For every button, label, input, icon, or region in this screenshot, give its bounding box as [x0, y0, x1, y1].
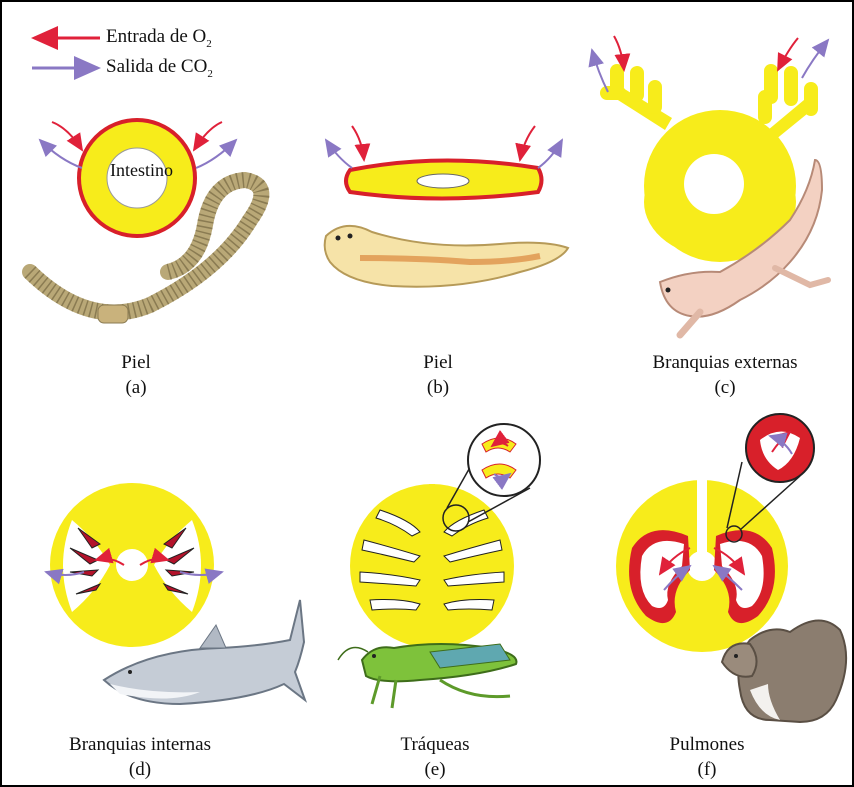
co2-arrow-c1 — [592, 50, 608, 92]
o2-arrow-c2 — [778, 38, 798, 70]
caption-a-name: Piel — [76, 352, 196, 374]
caption-a-letter: (a) — [76, 377, 196, 399]
caption-c-letter: (c) — [620, 377, 830, 399]
caption-e-letter: (e) — [370, 759, 500, 781]
caption-f-name: Pulmones — [642, 734, 772, 756]
caption-b-name: Piel — [378, 352, 498, 374]
caption-f-letter: (f) — [642, 759, 772, 781]
airway-f — [700, 480, 704, 552]
zoom-circle-e — [468, 424, 540, 496]
gut-cavity-b — [417, 174, 469, 188]
diagram-f — [616, 414, 846, 722]
o2-arrow-a1 — [52, 122, 82, 150]
caption-d-name: Branquias internas — [40, 734, 240, 756]
co2-arrow-b1 — [326, 140, 352, 168]
co2-arrow-a1 — [40, 140, 82, 168]
co2-arrow-c2 — [802, 40, 828, 78]
legend-co2-label: Salida de CO2 — [106, 56, 213, 80]
diagram-d — [46, 483, 305, 704]
gill-filaments-left — [600, 64, 672, 130]
diagram-b — [325, 126, 568, 287]
o2-arrow-b1 — [352, 126, 364, 160]
legend-o2-label: Entrada de O2 — [106, 26, 212, 50]
o2-arrow-b2 — [520, 126, 535, 160]
intestine-label: Intestino — [110, 160, 173, 181]
o2-arrow-a2 — [194, 122, 222, 150]
gut-hole-c — [684, 154, 744, 214]
legend — [32, 38, 100, 68]
caption-e-name: Tráqueas — [370, 734, 500, 756]
co2-arrow-a2 — [196, 140, 236, 168]
caption-b-letter: (b) — [378, 377, 498, 399]
caption-c-name: Branquias externas — [620, 352, 830, 374]
earthworm-clitellum — [98, 305, 128, 323]
diagram-a — [30, 120, 261, 323]
caption-d-letter: (d) — [40, 759, 240, 781]
co2-arrow-b2 — [538, 140, 562, 168]
tracheal-trunk — [429, 484, 435, 648]
diagram-e — [338, 424, 540, 708]
diagram-c — [592, 36, 828, 335]
pharynx-hole-d — [116, 549, 148, 581]
